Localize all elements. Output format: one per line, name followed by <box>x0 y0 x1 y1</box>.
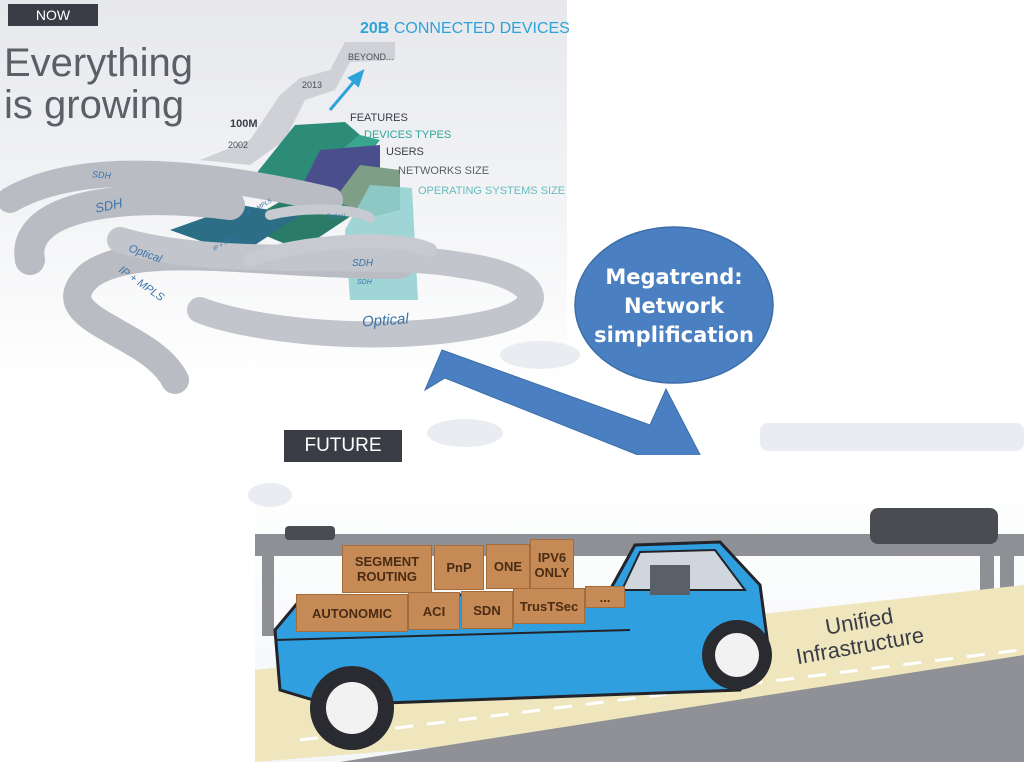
box-ipv6-only: IPV6 ONLY <box>530 539 574 591</box>
connected-count: 20B <box>360 20 390 37</box>
layer-users: USERS <box>386 146 424 158</box>
box-aci: ACI <box>408 592 460 630</box>
now-tag: NOW <box>8 4 98 26</box>
layer-networks-size: NETWORKS SIZE <box>398 165 490 177</box>
box-segment-routing: SEGMENT ROUTING <box>342 545 432 593</box>
year-2002-label: 2002 <box>228 140 249 150</box>
box-sdn: SDN <box>461 591 513 629</box>
layer-features: FEATURES <box>350 112 408 124</box>
megatrend-circle <box>574 226 774 384</box>
future-tag: FUTURE <box>284 430 402 462</box>
box-one: ONE <box>486 544 530 589</box>
count-2002-label: 100M <box>230 118 258 130</box>
road-label-optical-3: Optical <box>361 310 410 331</box>
megatrend-line-1: Megatrend: <box>605 264 743 289</box>
beyond-label: BEYOND... <box>348 52 394 62</box>
headline-line-2: is growing <box>4 83 185 127</box>
growth-arrows <box>328 69 365 111</box>
winding-roads <box>0 160 544 394</box>
road-label-sdh-1: SDH <box>91 169 112 181</box>
layer-device-types: DEVICES TYPES <box>364 129 452 141</box>
road-label-sdh-4: SDH <box>357 279 372 286</box>
layer-os-size: OPERATING SYSTEMS SIZE <box>418 185 566 197</box>
box-pnp: PnP <box>434 545 484 590</box>
road-grey <box>340 655 1024 762</box>
box-trustsec: TrusTSec <box>513 588 585 624</box>
headline: Everything is growing <box>4 42 234 126</box>
megatrend-line-3: simplification <box>594 322 754 347</box>
megatrend-line-2: Network <box>623 293 724 318</box>
box-more: ... <box>585 586 625 608</box>
box-autonomic: AUTONOMIC <box>296 594 408 632</box>
clouds <box>248 341 1024 507</box>
connected-devices-label: 20B CONNECTED DEVICES <box>360 20 570 38</box>
year-2013-label: 2013 <box>302 80 323 90</box>
megatrend-bubble: Megatrend: Network simplification <box>574 226 774 386</box>
road-label-sdh-3: SDH <box>352 258 374 269</box>
headline-line-1: Everything <box>4 41 193 85</box>
road-label-optical-2: Optical <box>326 214 345 220</box>
connected-text: CONNECTED DEVICES <box>393 20 570 37</box>
